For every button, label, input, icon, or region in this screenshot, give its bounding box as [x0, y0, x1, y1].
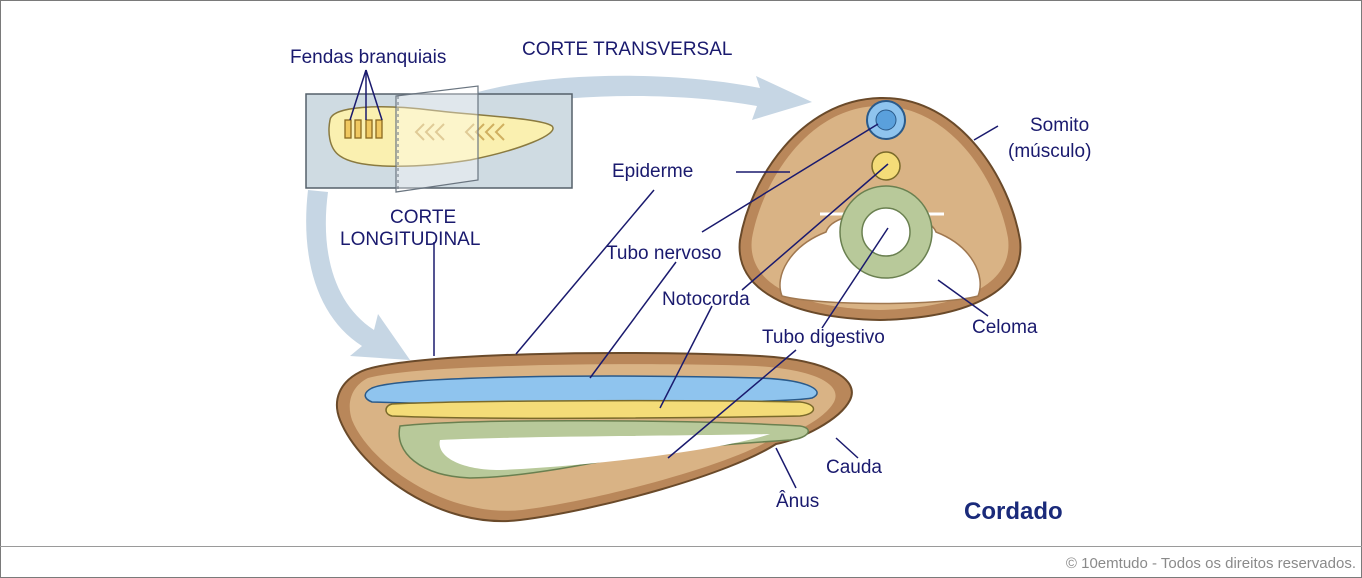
label-tubo-nervoso: Tubo nervoso: [606, 244, 721, 263]
diagram-title: Cordado: [964, 500, 1063, 524]
transverse-section: [740, 98, 1021, 320]
label-celoma: Celoma: [972, 318, 1037, 337]
label-corte-transversal: CORTE TRANSVERSAL: [522, 40, 732, 59]
section-plane: [396, 86, 478, 192]
label-tubo-digestivo: Tubo digestivo: [762, 328, 885, 347]
label-notocorda: Notocorda: [662, 290, 750, 309]
longitudinal-body: [337, 353, 852, 521]
label-corte-longitudinal-line2: LONGITUDINAL: [340, 230, 480, 249]
label-somito: Somito: [1030, 116, 1089, 135]
label-fendas-branquiais: Fendas branquiais: [290, 48, 446, 67]
label-corte-longitudinal-line1: CORTE: [390, 208, 456, 227]
label-epiderme: Epiderme: [612, 162, 693, 181]
footer-divider: [0, 546, 1362, 547]
label-cauda: Cauda: [826, 458, 882, 477]
footer-copyright: © 10emtudo - Todos os direitos reservado…: [1066, 556, 1356, 571]
notochord-long: [386, 401, 814, 419]
label-anus: Ânus: [776, 492, 819, 511]
label-musculo: (músculo): [1008, 142, 1091, 161]
